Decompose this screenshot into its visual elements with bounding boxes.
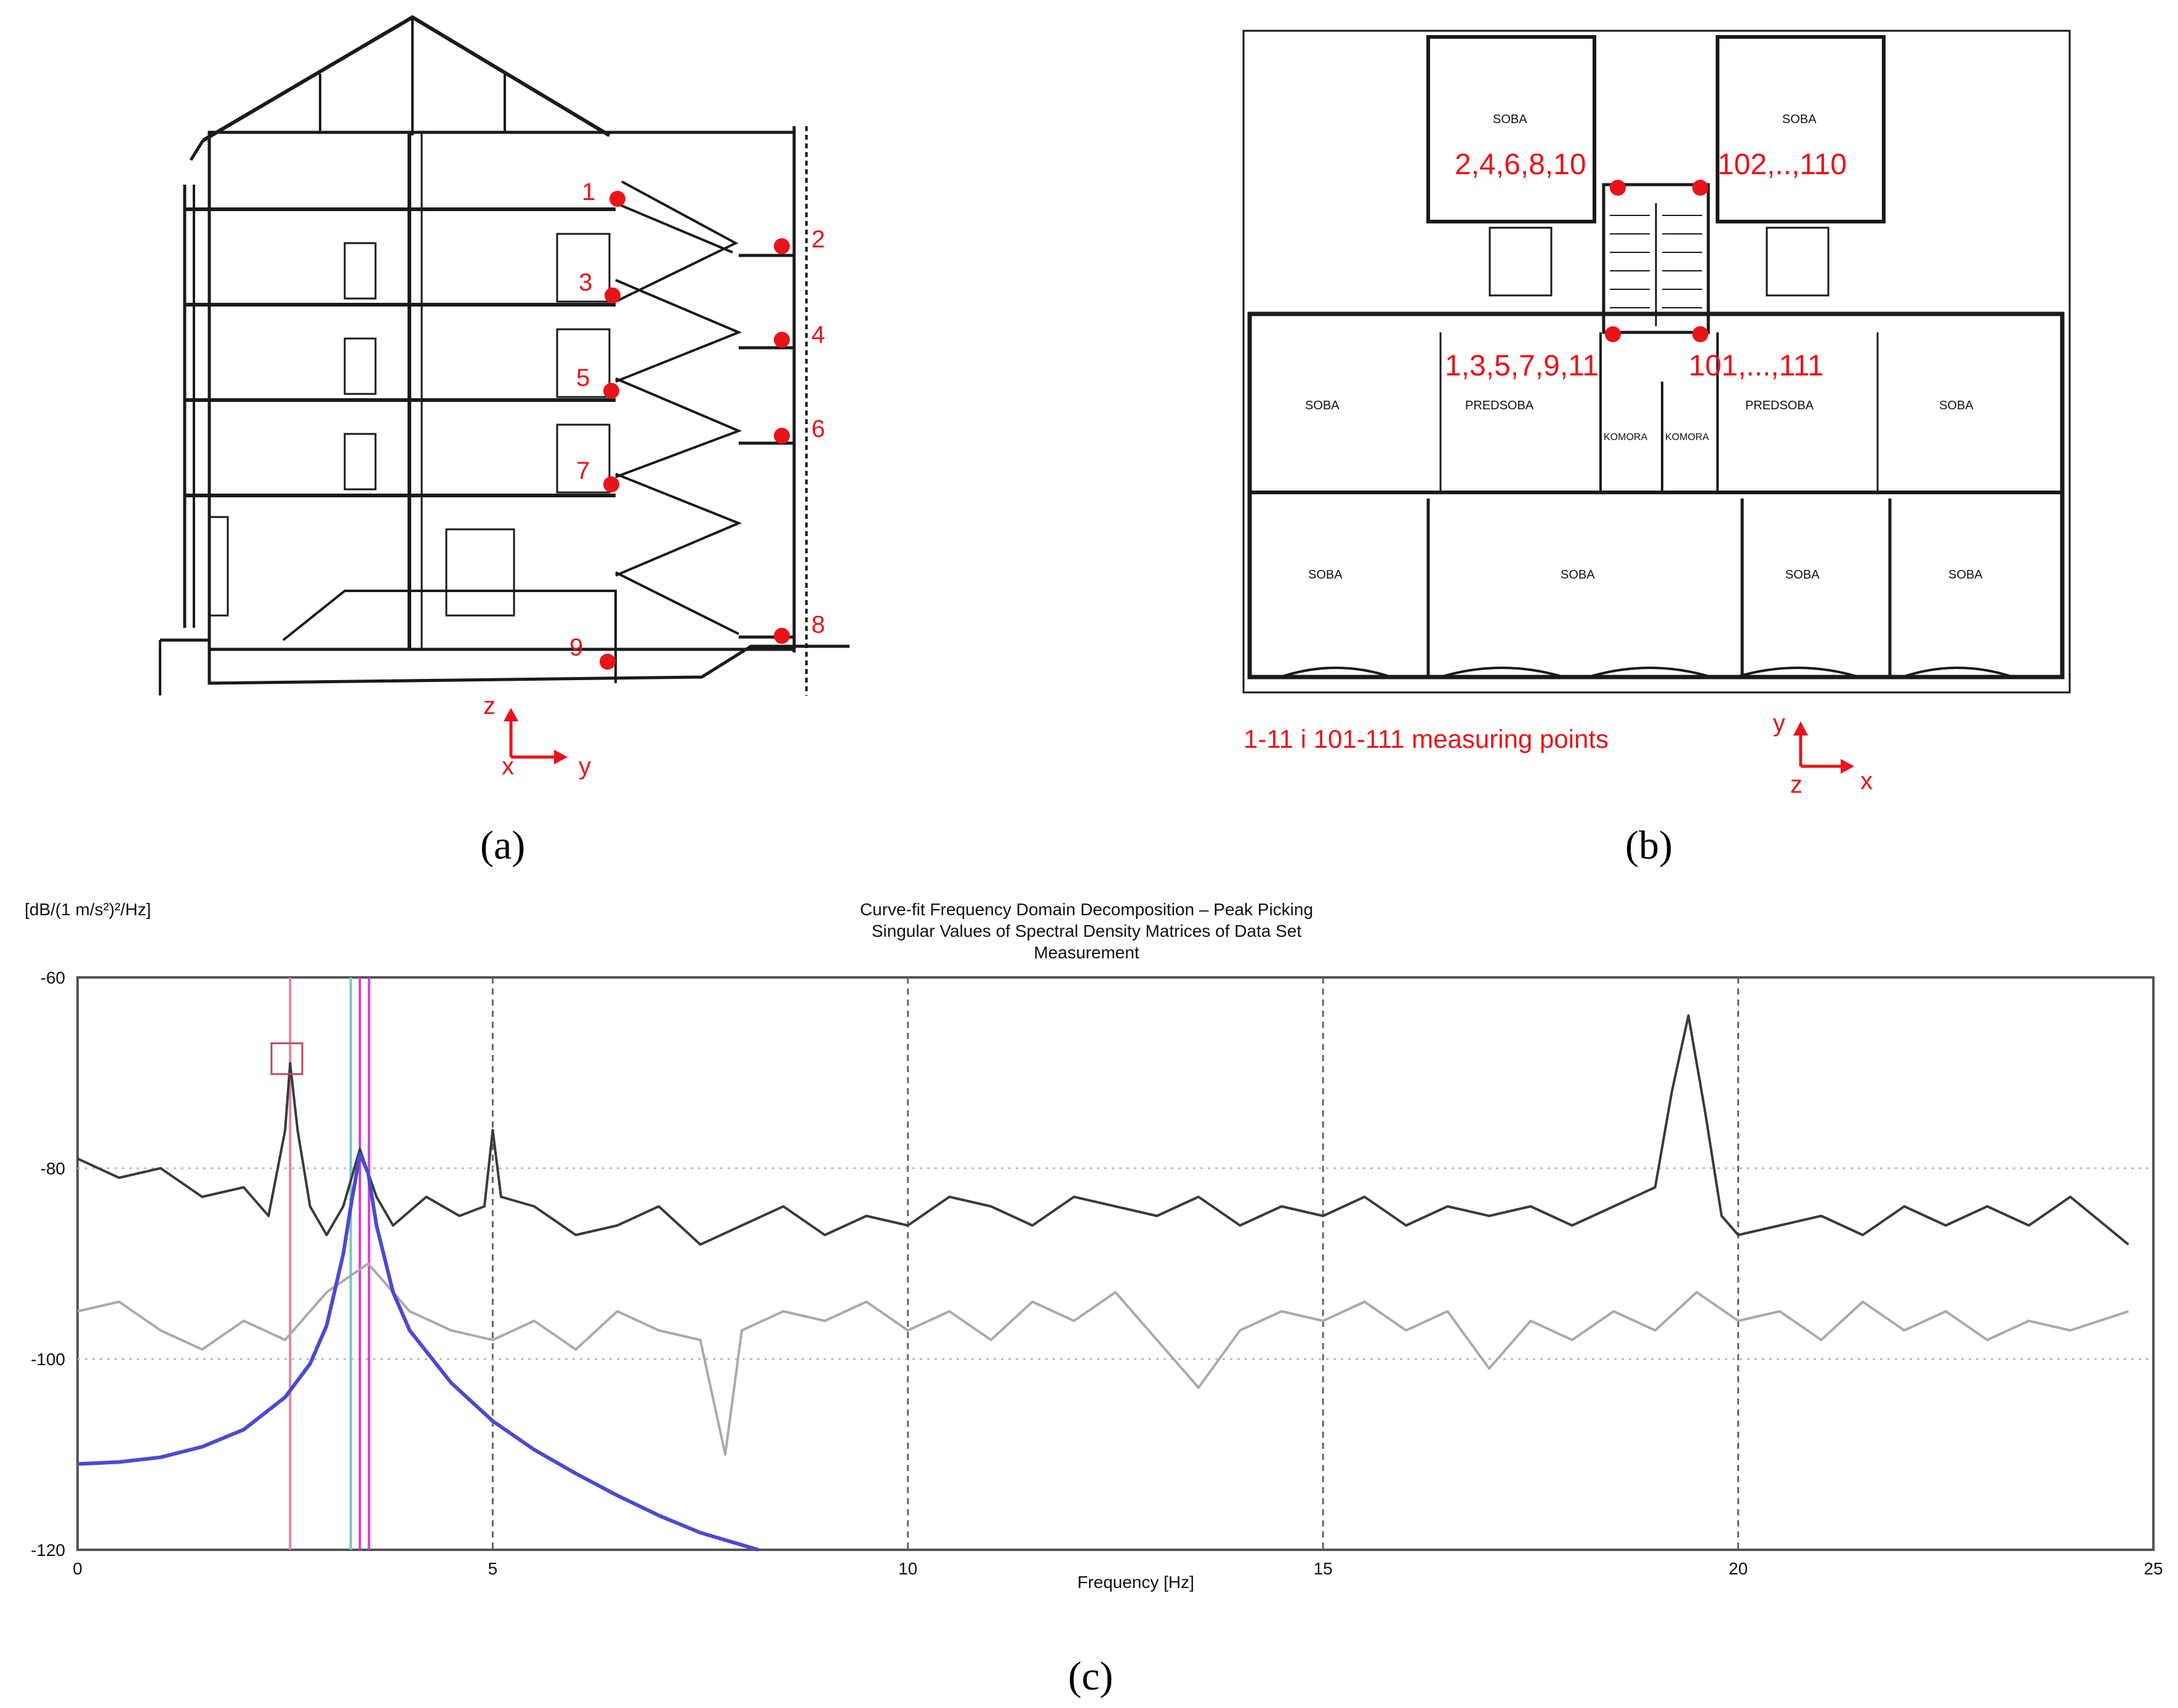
chart-title-line-3: Measurement (1034, 943, 1139, 962)
axis-z-label-a: z (483, 692, 496, 720)
measure-point-6 (774, 428, 790, 444)
panel-b-measuring-points (1605, 180, 1708, 342)
x-tick-label-5: 5 (488, 1559, 498, 1578)
point-label-8: 8 (811, 611, 825, 638)
measure-point-3 (605, 287, 621, 303)
room-label-soba-right: SOBA (1939, 399, 1974, 412)
point-label-3: 3 (579, 269, 592, 296)
measure-point-8 (774, 628, 790, 644)
room-label-soba-top-left: SOBA (1493, 113, 1527, 126)
caption-b: (b) (1625, 823, 1673, 868)
chart-title-line-1: Curve-fit Frequency Domain Decomposition… (860, 900, 1313, 919)
panel-b-axes-triad: y z x (1773, 710, 1873, 798)
measure-point-bottom-left (1605, 326, 1621, 342)
room-label-soba-left: SOBA (1305, 399, 1340, 412)
ground-line (160, 638, 850, 685)
staircase-flights (615, 180, 742, 635)
measure-point-top-right (1692, 180, 1708, 196)
measure-point-top-left (1610, 180, 1626, 196)
panel-a-section-drawing (159, 15, 850, 696)
measure-point-7 (603, 476, 619, 492)
axis-ticks: 0 5 10 15 20 25 -60 -80 -100 -120 (31, 968, 2163, 1578)
y-tick-label--60: -60 (41, 968, 65, 987)
x-tick-label-10: 10 (898, 1559, 917, 1578)
panel-b-floor-plan (1242, 30, 2071, 694)
roof-outline (202, 15, 611, 142)
chart-title-line-2: Singular Values of Spectral Density Matr… (872, 921, 1301, 940)
room-label-soba-bottom-1: SOBA (1308, 568, 1343, 582)
panel-b-point-labels: 2,4,6,8,10 102,..,110 1,3,5,7,9,11 101,.… (1244, 148, 1847, 753)
panel-a-point-labels: 1 2 3 4 5 6 7 8 9 (569, 178, 825, 661)
peak-pick-box (270, 1042, 303, 1075)
caption-a: (a) (480, 823, 525, 868)
series-line-1 (77, 1014, 2129, 1246)
grid-lines (78, 977, 2153, 1550)
panel-a-axes-triad: z x y (483, 692, 591, 780)
y-tick-label--80: -80 (41, 1159, 65, 1178)
plot-area (76, 976, 2155, 1551)
axis-z-label-b: z (1790, 771, 1802, 798)
point-label-1: 1 (582, 178, 595, 206)
series-line-3 (77, 1152, 759, 1552)
room-label-soba-bottom-2: SOBA (1561, 568, 1595, 582)
panel-b-room-labels: SOBA SOBA SOBA PREDSOBA KOMORA KOMORA PR… (1305, 113, 1983, 582)
measure-point-9 (600, 654, 616, 670)
series-lines (77, 1014, 2129, 1552)
point-label-9: 9 (569, 634, 583, 661)
measure-point-bottom-right (1692, 326, 1708, 342)
x-tick-label-20: 20 (1729, 1559, 1748, 1578)
measure-point-1 (609, 191, 625, 207)
point-group-label-bottom-left: 1,3,5,7,9,11 (1445, 350, 1599, 382)
point-label-2: 2 (811, 226, 825, 253)
panel-c-chart: Curve-fit Frequency Domain Decomposition… (25, 900, 2163, 1592)
axis-y-label-b: y (1773, 710, 1785, 737)
measuring-points-legend: 1-11 i 101-111 measuring points (1244, 724, 1609, 753)
y-unit-label: [dB/(1 m/s²)²/Hz] (25, 900, 151, 919)
point-group-label-top-left: 2,4,6,8,10 (1455, 148, 1586, 181)
room-label-komora-left: KOMORA (1604, 432, 1647, 443)
axis-x-label-b: x (1860, 768, 1873, 795)
measure-point-5 (603, 383, 619, 399)
room-label-soba-top-right: SOBA (1782, 113, 1817, 126)
point-group-label-bottom-right: 101,...,111 (1689, 350, 1824, 382)
room-label-predsoba-right: PREDSOBA (1745, 399, 1814, 412)
x-tick-label-15: 15 (1314, 1559, 1333, 1578)
point-label-6: 6 (811, 415, 825, 443)
x-tick-label-0: 0 (73, 1559, 82, 1578)
caption-c: (c) (1068, 1654, 1113, 1699)
room-label-soba-bottom-4: SOBA (1948, 568, 1983, 582)
x-tick-label-25: 25 (2144, 1559, 2163, 1578)
panel-a-measuring-points (600, 191, 790, 670)
room-label-komora-right: KOMORA (1665, 432, 1709, 443)
x-axis-label: Frequency [Hz] (1077, 1573, 1194, 1592)
room-label-predsoba-left: PREDSOBA (1465, 399, 1534, 412)
measure-point-4 (774, 332, 790, 348)
point-group-label-top-right: 102,..,110 (1718, 148, 1847, 181)
room-label-soba-bottom-3: SOBA (1785, 568, 1820, 582)
measure-point-2 (774, 238, 790, 254)
series-line-2 (77, 1262, 2129, 1456)
axis-y-label-a: y (579, 753, 591, 780)
point-label-4: 4 (811, 321, 825, 348)
y-tick-label--120: -120 (31, 1541, 65, 1560)
point-label-7: 7 (576, 457, 590, 484)
axis-x-label-a: x (502, 753, 514, 780)
point-label-5: 5 (576, 364, 590, 391)
y-tick-label--100: -100 (31, 1350, 65, 1369)
